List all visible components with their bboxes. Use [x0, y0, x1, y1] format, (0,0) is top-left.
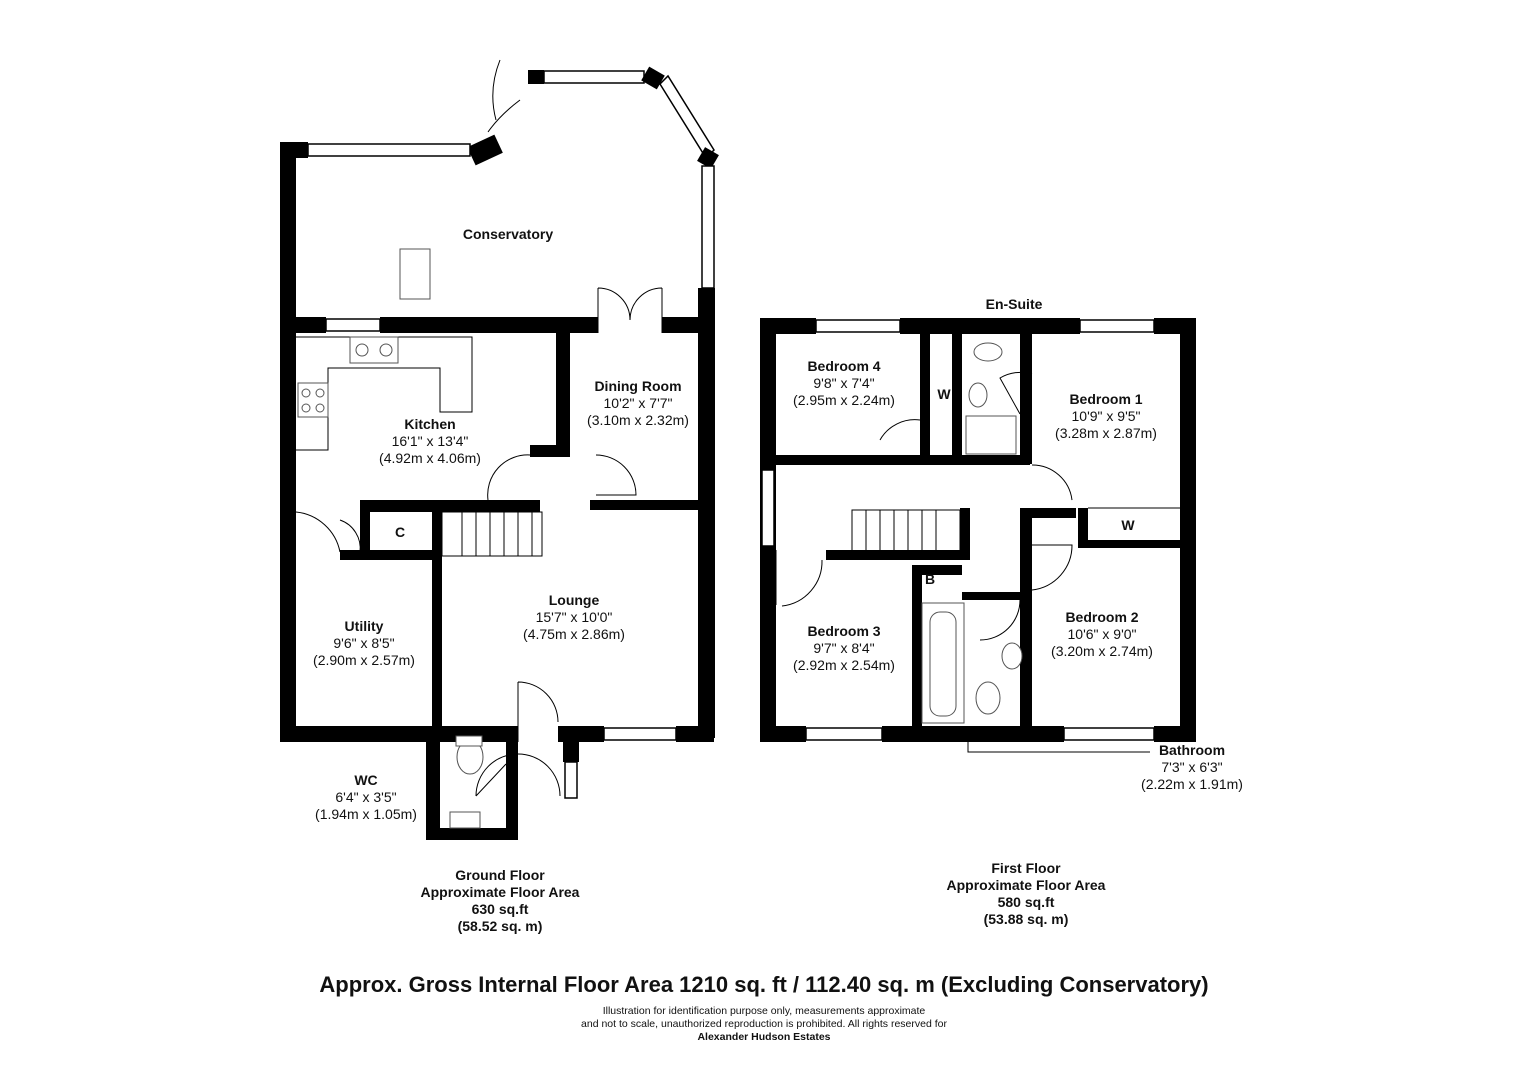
- room-dimension-imperial: 16'1" x 13'4": [391, 433, 469, 449]
- room-dimension-metric: (4.92m x 4.06m): [379, 450, 481, 466]
- room-dimension-imperial: 9'8" x 7'4": [813, 375, 875, 391]
- room-label-conservatory: Conservatory: [438, 226, 578, 243]
- wardrobe-marker-bedroom4: W: [937, 386, 951, 402]
- ground-floor-walls: [280, 59, 719, 840]
- room-label-utility: Utility 9'6" x 8'5" (2.90m x 2.57m): [294, 618, 434, 669]
- floor-area-label: Approximate Floor Area: [420, 884, 580, 900]
- room-label-bedroom3: Bedroom 3 9'7" x 8'4" (2.92m x 2.54m): [774, 623, 914, 674]
- disclaimer-line-1: Illustration for identification purpose …: [602, 1005, 926, 1017]
- room-name: Bedroom 2: [1065, 609, 1139, 625]
- ground-floor-area: Ground Floor Approximate Floor Area 630 …: [400, 867, 600, 935]
- room-dimension-metric: (4.75m x 2.86m): [523, 626, 625, 642]
- cupboard-marker: C: [394, 524, 406, 540]
- room-dimension-metric: (2.92m x 2.54m): [793, 657, 895, 673]
- room-name: Conservatory: [462, 226, 554, 242]
- room-name: Kitchen: [404, 416, 456, 432]
- room-label-bedroom1: Bedroom 1 10'9" x 9'5" (3.28m x 2.87m): [1036, 391, 1176, 442]
- room-dimension-imperial: 10'2" x 7'7": [603, 395, 673, 411]
- room-dimension-imperial: 15'7" x 10'0": [535, 609, 613, 625]
- gross-floor-area: Approx. Gross Internal Floor Area 1210 s…: [319, 972, 1209, 997]
- room-label-dining: Dining Room 10'2" x 7'7" (3.10m x 2.32m): [560, 378, 716, 429]
- room-label-kitchen: Kitchen 16'1" x 13'4" (4.92m x 4.06m): [350, 416, 510, 467]
- room-label-bathroom: Bathroom 7'3" x 6'3" (2.22m x 1.91m): [1122, 742, 1262, 793]
- room-dimension-metric: (3.28m x 2.87m): [1055, 425, 1157, 441]
- floor-name: First Floor: [991, 860, 1061, 876]
- floor-name: Ground Floor: [455, 867, 545, 883]
- disclaimer: Illustration for identification purpose …: [0, 1005, 1528, 1044]
- room-name: Bedroom 4: [807, 358, 881, 374]
- company-name: Alexander Hudson Estates: [697, 1031, 831, 1043]
- room-name: Lounge: [548, 592, 600, 608]
- floor-area-sqm: (53.88 sq. m): [983, 911, 1069, 927]
- wardrobe-marker-bedroom1: W: [1121, 517, 1135, 533]
- room-dimension-metric: (2.90m x 2.57m): [313, 652, 415, 668]
- room-name: Dining Room: [594, 378, 682, 394]
- room-dimension-metric: (2.95m x 2.24m): [793, 392, 895, 408]
- room-dimension-imperial: 10'6" x 9'0": [1067, 626, 1137, 642]
- boiler-marker: B: [924, 571, 936, 587]
- room-name: En-Suite: [985, 296, 1043, 312]
- room-label-lounge: Lounge 15'7" x 10'0" (4.75m x 2.86m): [494, 592, 654, 643]
- first-floor-area: First Floor Approximate Floor Area 580 s…: [926, 860, 1126, 928]
- room-name: WC: [354, 772, 378, 788]
- room-dimension-imperial: 10'9" x 9'5": [1071, 408, 1141, 424]
- room-name: Bathroom: [1158, 742, 1226, 758]
- room-label-bedroom2: Bedroom 2 10'6" x 9'0" (3.20m x 2.74m): [1032, 609, 1172, 660]
- first-floor-walls: [760, 318, 1196, 753]
- room-label-ensuite: En-Suite: [964, 296, 1064, 313]
- floor-area-sqft: 630 sq.ft: [471, 901, 529, 917]
- room-name: Bedroom 1: [1069, 391, 1143, 407]
- room-dimension-metric: (1.94m x 1.05m): [315, 806, 417, 822]
- floor-area-sqft: 580 sq.ft: [997, 894, 1055, 910]
- room-dimension-metric: (3.10m x 2.32m): [587, 412, 689, 428]
- room-name: Utility: [344, 618, 384, 634]
- floor-area-sqm: (58.52 sq. m): [457, 918, 543, 934]
- room-name: Bedroom 3: [807, 623, 881, 639]
- room-label-bedroom4: Bedroom 4 9'8" x 7'4" (2.95m x 2.24m): [774, 358, 914, 409]
- room-dimension-imperial: 7'3" x 6'3": [1161, 759, 1223, 775]
- floor-area-label: Approximate Floor Area: [946, 877, 1106, 893]
- room-dimension-imperial: 9'6" x 8'5": [333, 635, 395, 651]
- room-dimension-imperial: 6'4" x 3'5": [335, 789, 397, 805]
- disclaimer-line-2: and not to scale, unauthorized reproduct…: [581, 1018, 947, 1030]
- room-dimension-metric: (3.20m x 2.74m): [1051, 643, 1153, 659]
- room-dimension-metric: (2.22m x 1.91m): [1141, 776, 1243, 792]
- room-label-wc: WC 6'4" x 3'5" (1.94m x 1.05m): [296, 772, 436, 823]
- room-dimension-imperial: 9'7" x 8'4": [813, 640, 875, 656]
